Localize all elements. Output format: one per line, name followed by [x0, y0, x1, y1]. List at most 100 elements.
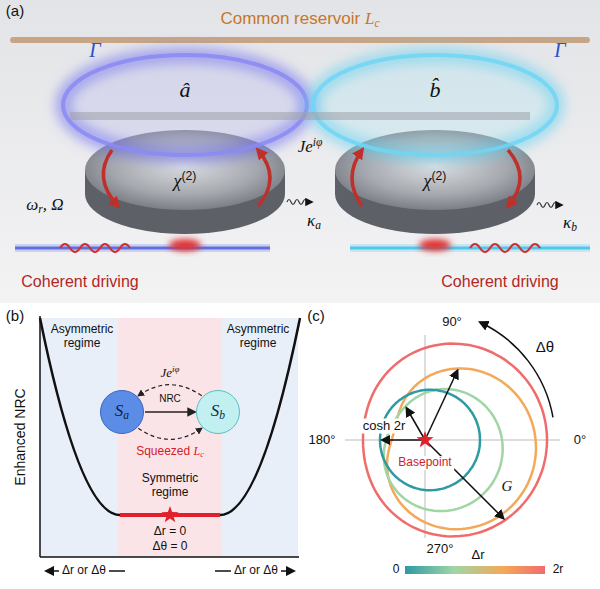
- angle-label: 270°: [427, 542, 454, 557]
- loss-label: κb: [563, 213, 577, 235]
- basepoint-label-text: Basepoint: [398, 455, 451, 469]
- reservoir-label: SqueezedLc: [136, 445, 204, 460]
- reservoir-label-text: c: [200, 450, 204, 459]
- nrc-label: NRC: [159, 393, 181, 405]
- waveguide: [15, 247, 270, 250]
- drive-label-text: , Ω: [43, 195, 64, 214]
- waveguide-glow: [15, 244, 270, 252]
- mode-operator-text: b̂: [430, 77, 441, 102]
- loss-label-text: a: [315, 220, 321, 233]
- mode-operator: â: [180, 77, 191, 102]
- coupling-arc: [138, 428, 201, 439]
- loss-label-text: κ: [307, 211, 315, 230]
- basepoint-star: [416, 431, 433, 447]
- radius-arrow: [407, 408, 426, 440]
- colorbar-title-text: Δr: [471, 547, 484, 562]
- reservoir-label-text: c: [374, 18, 379, 31]
- drive-caption-text: Coherent driving: [441, 273, 558, 290]
- reservoir-label-text: Common reservoir: [220, 9, 360, 28]
- panel-label-text: (c): [307, 307, 325, 324]
- axis-title: Enhanced NRC: [12, 388, 28, 485]
- angle-change-label-text: Δθ: [536, 338, 554, 355]
- panel-label-text: (a): [6, 2, 24, 19]
- colorbar-title: Δr: [471, 548, 484, 563]
- gain-curve: [363, 344, 547, 537]
- decay-rate-label-text: Γ: [89, 39, 100, 61]
- angle-label: 90°: [442, 315, 462, 330]
- axis-label-text: Δr or Δθ: [62, 563, 106, 577]
- regime-label-text: Symmetric regime: [142, 471, 199, 499]
- condition-label: Δθ = 0: [152, 540, 187, 554]
- asymmetric-region: [40, 318, 298, 557]
- coupling-label: Jeiφ: [161, 364, 180, 381]
- drive-pulse: [60, 244, 130, 252]
- loss-arrow: [537, 203, 562, 208]
- ring-glow: [313, 55, 557, 155]
- loss-label-text: b: [571, 222, 577, 235]
- state-label: Sb: [211, 402, 225, 422]
- colorbar-tick: 0: [393, 563, 400, 577]
- reservoir-label: Common reservoir Lc: [220, 9, 379, 31]
- ring-resonator: [313, 55, 557, 155]
- condition-label-text: Δr = 0: [154, 524, 186, 538]
- nonlinearity-label: χ(2): [174, 169, 197, 191]
- coupling-label-text: iφ: [313, 136, 323, 149]
- coupling-spot: [419, 239, 451, 251]
- gain-curve: [384, 389, 503, 511]
- regime-label: Symmetric regime: [134, 472, 206, 500]
- decay-rate-label: Γ: [554, 39, 565, 62]
- drive-label-text: r: [38, 204, 43, 217]
- condition-label-text: Δθ = 0: [152, 539, 187, 553]
- mode-operator: b̂: [430, 77, 441, 102]
- angle-label-text: 90°: [442, 314, 462, 329]
- nonlinearity-label-text: χ: [424, 171, 432, 191]
- coupling-label-text: Je: [298, 137, 313, 156]
- angle-label-text: 180°: [309, 432, 336, 447]
- mode-operator-text: â: [180, 77, 191, 102]
- regime-label: Asymmetric regime: [46, 323, 118, 351]
- state-label-text: S: [115, 401, 124, 420]
- loss-label: κa: [307, 211, 321, 233]
- loss-label-text: κ: [563, 213, 571, 232]
- state-label: Sa: [115, 402, 129, 422]
- drive-pulse: [470, 244, 540, 252]
- axis-line: [39, 316, 41, 557]
- circulation-arrow: [258, 150, 270, 206]
- drive-caption: Coherent driving: [441, 273, 558, 291]
- axis-label-text: Δr or Δθ: [234, 563, 278, 577]
- reservoir-label-text: L: [365, 9, 374, 28]
- drive-label: ωr, Ω: [26, 195, 63, 217]
- axis-label: Δr or Δθ: [59, 564, 109, 578]
- decay-rate-label: Γ: [89, 39, 100, 62]
- drive-caption-text: Coherent driving: [21, 273, 138, 290]
- radius-arrow: [425, 440, 504, 519]
- nonlinearity-label-text: (2): [181, 169, 196, 183]
- regime-label-text: Asymmetric regime: [227, 322, 290, 350]
- nonlinearity-label: χ(2): [424, 169, 447, 191]
- colorbar-tick: 2r: [553, 563, 564, 577]
- waveguide-glow: [350, 244, 590, 252]
- colorbar-tick-text: 2r: [553, 562, 564, 576]
- radius-arrow: [382, 439, 425, 441]
- radius-label: cosh 2r: [360, 419, 409, 434]
- ring-glow: [63, 55, 307, 155]
- state-label-text: S: [211, 401, 220, 420]
- circulation-arrow: [103, 150, 118, 206]
- state-label-text: b: [219, 409, 225, 422]
- condition-label: Δr = 0: [154, 525, 186, 539]
- state-circle: Sa: [100, 390, 144, 434]
- axis-line: [40, 556, 299, 558]
- nrc-label-text: NRC: [159, 393, 181, 404]
- angle-change-label: Δθ: [536, 338, 554, 355]
- loss-arrow: [287, 200, 312, 205]
- state-circle: Sb: [196, 390, 240, 434]
- angle-label-text: 270°: [427, 541, 454, 556]
- colorbar: [405, 566, 545, 574]
- panel-label: (b): [6, 307, 24, 324]
- coupling-label-text: Je: [161, 364, 173, 379]
- gain-label: G: [502, 477, 513, 495]
- axis-title-text: Enhanced NRC: [12, 388, 28, 485]
- reservoir-label-text: Squeezed: [136, 444, 190, 458]
- panel-label-text: (b): [6, 307, 24, 324]
